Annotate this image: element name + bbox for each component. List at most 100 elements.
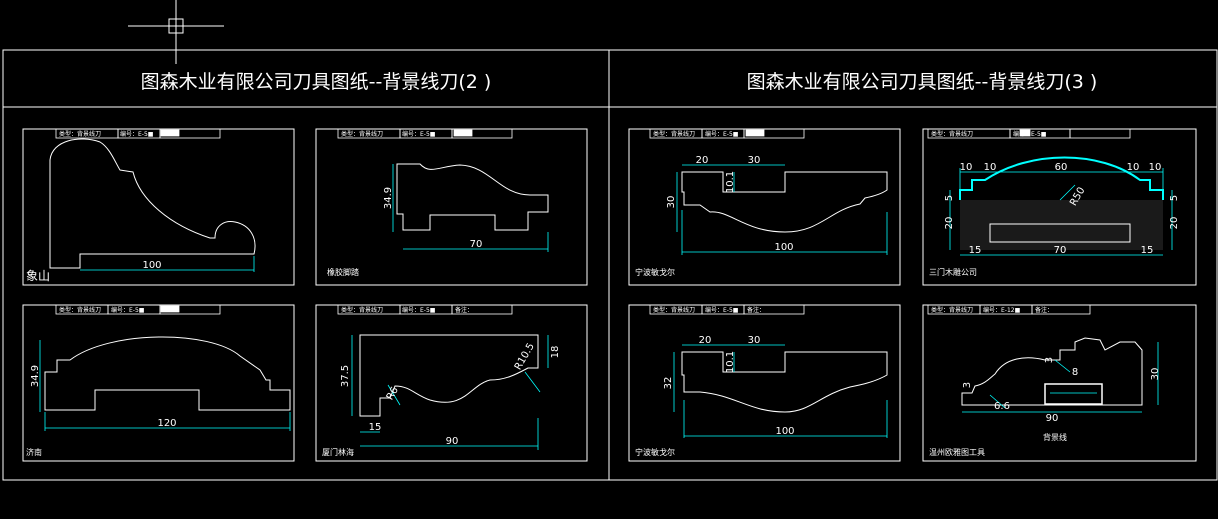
dimension-label: 5	[1169, 195, 1180, 201]
titleblock-code: 编号：E-12■	[983, 306, 1021, 314]
title-block	[927, 304, 1091, 315]
panel-caption: 三门木雕公司	[929, 267, 977, 277]
panel-3[interactable]: 类型：背景线刀 编号：E-5■ 34.9 120 济南	[22, 304, 295, 462]
titleblock-type: 类型：背景线刀	[931, 306, 973, 314]
dimension-label: 90	[446, 436, 459, 447]
dimension-label: 60	[1055, 162, 1068, 173]
crosshair-cursor-icon	[128, 0, 224, 64]
panel-4[interactable]: 类型：背景线刀 编号：E-5■ 备注： 37.5 18 R10.5 R6 15 …	[315, 304, 588, 462]
sheet-title-right: 图森木业有限公司刀具图纸--背景线刀(3 )	[747, 71, 1098, 93]
dimension-height	[351, 335, 549, 450]
panel-border	[315, 128, 588, 286]
title-block	[649, 304, 805, 315]
titleblock-code: 编号：E-5■	[705, 306, 739, 314]
dimension-label: 70	[1054, 245, 1067, 256]
dimension-label: 10	[984, 162, 997, 173]
titleblock-type: 类型：背景线刀	[59, 306, 101, 314]
panel-7[interactable]: 类型：背景线刀 编号：E-5■ 备注： 20 30 10.1 32 100 宁波…	[628, 304, 901, 462]
dimension-label: 5	[944, 195, 955, 201]
profile-outline	[359, 334, 539, 417]
dimension-label: 30	[666, 196, 677, 209]
panel-caption: 厦门林海	[322, 447, 354, 457]
dimension-label: 10	[960, 162, 973, 173]
panel-2[interactable]: 类型：背景线刀 编号：E-5■ 34.9 70 橡胶脚踏	[315, 128, 588, 286]
dimension-label: 30	[1150, 368, 1161, 381]
panel-6[interactable]: 类型：背景线刀 编号：E-5■ 10 10 60 10 10 R50 5 20 …	[922, 128, 1197, 286]
dimension-label: 8	[1072, 367, 1078, 378]
panel-caption: 温州欧雅图工具	[929, 447, 985, 457]
titleblock-type: 类型：背景线刀	[653, 130, 695, 138]
titleblock-code: 编号：E-5■	[1013, 130, 1047, 138]
panel-caption: 宁波敏戈尔	[635, 447, 675, 457]
dimension-width	[44, 412, 291, 431]
profile-outline	[959, 156, 1164, 200]
dimension-label: 34.9	[30, 365, 41, 387]
titleblock-code: 编号：E-5■	[705, 130, 739, 138]
dimension-lines	[949, 168, 1173, 256]
titleblock-code: 编号：E-5■	[402, 130, 436, 138]
dimension-label: 30	[748, 335, 761, 346]
dimension-label: 3	[1044, 357, 1055, 363]
panel-label: 背景线	[1043, 432, 1067, 442]
dimension-lines	[962, 342, 1159, 413]
titleblock-code: 编号：E-5■	[111, 306, 145, 314]
dimension-label: 10	[1149, 162, 1162, 173]
profile-outline	[961, 337, 1143, 406]
profile-outline	[681, 171, 888, 233]
dimension-label: 90	[1046, 413, 1059, 424]
panel-5[interactable]: 类型：背景线刀 编号：E-5■ 20 30 10.1 30 100 宁波敏戈尔	[628, 128, 901, 286]
dimension-label: 20	[699, 335, 712, 346]
title-block	[337, 304, 513, 315]
dimension-label: 20	[1169, 217, 1180, 230]
profile-base	[989, 223, 1131, 243]
profile-insert	[1044, 383, 1103, 405]
dimension-width	[403, 232, 549, 252]
panel-caption: 济南	[26, 447, 42, 457]
titleblock-type: 类型：背景线刀	[653, 306, 695, 314]
panel-1[interactable]: 类型：背景线刀 编号：E-5■ 100 象山	[22, 128, 295, 286]
dimension-label: 37.5	[340, 365, 351, 387]
profile-outline	[681, 351, 888, 413]
title-block	[337, 128, 513, 139]
dimension-label: 20	[696, 155, 709, 166]
dimension-label: 15	[969, 245, 982, 256]
dimension-label: 10	[1127, 162, 1140, 173]
title-block	[55, 128, 221, 139]
dimension-label: 100	[142, 260, 161, 271]
titleblock-code: 编号：E-5■	[120, 130, 154, 138]
profile-outline	[49, 138, 256, 269]
titleblock-type: 类型：背景线刀	[341, 306, 383, 314]
title-block	[55, 304, 221, 315]
dimension-label: 120	[157, 418, 176, 429]
titleblock-type: 类型：背景线刀	[59, 130, 101, 138]
dimension-label: 15	[1141, 245, 1154, 256]
title-block	[649, 128, 805, 139]
titleblock-note: 备注：	[455, 306, 473, 314]
dimension-label: 18	[550, 346, 561, 359]
dimension-label: 15	[369, 422, 382, 433]
titleblock-type: 类型：背景线刀	[931, 130, 973, 138]
profile-outline	[396, 163, 549, 231]
dimension-label: 32	[663, 377, 674, 390]
dimension-label: 3	[962, 382, 973, 388]
dimension-label: 10.1	[725, 171, 736, 193]
dimension-width	[80, 256, 255, 272]
panel-caption: 宁波敏戈尔	[635, 267, 675, 277]
dimension-label: 100	[774, 242, 793, 253]
panel-border	[22, 304, 295, 462]
dimension-label: 20	[944, 217, 955, 230]
dimension-label: 10.1	[725, 351, 736, 373]
drawing-frame	[2, 49, 1218, 481]
panel-8[interactable]: 类型：背景线刀 编号：E-12■ 备注： 3 3 8 30 6.6 90 背景线…	[922, 304, 1197, 462]
dimension-label: 6.6	[994, 401, 1010, 412]
panel-caption: 象山	[26, 269, 50, 283]
dimension-label: 30	[748, 155, 761, 166]
sheet-title-left: 图森木业有限公司刀具图纸--背景线刀(2 )	[141, 71, 492, 93]
dimension-lines	[673, 344, 888, 438]
dimension-label: 34.9	[383, 187, 394, 209]
titleblock-type: 类型：背景线刀	[341, 130, 383, 138]
dimension-label: R6	[385, 385, 401, 402]
titleblock-code: 编号：E-5■	[402, 306, 436, 314]
titleblock-note: 备注：	[1035, 306, 1053, 314]
